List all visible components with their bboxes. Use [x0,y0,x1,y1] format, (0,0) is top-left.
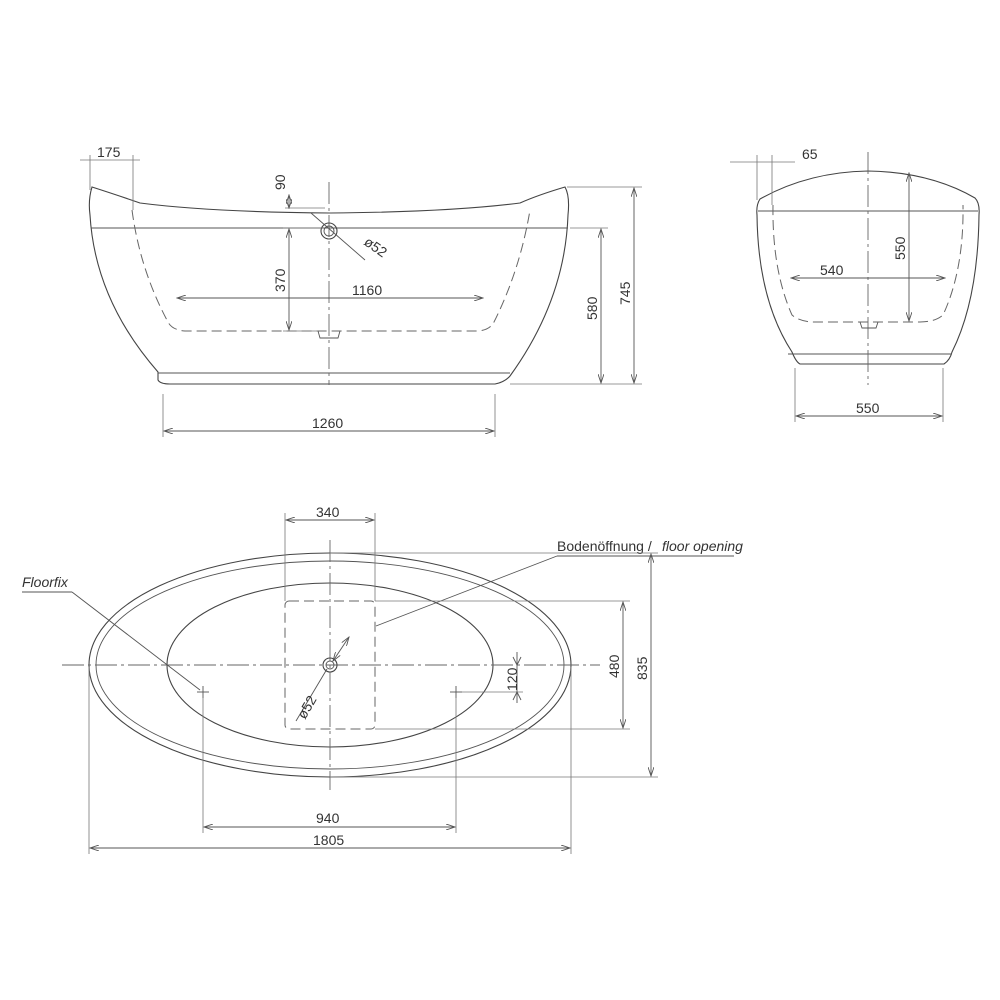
dim-480-label: 480 [606,654,622,678]
dim-120-arrow-top [512,656,522,667]
end-view: 65 550 540 550 [730,146,980,422]
side-drain-fitting [317,330,341,339]
plan-dia52-leader [295,668,328,722]
dia52-leader [310,212,366,261]
end-view-outline [756,170,980,365]
dim-550h-label: 550 [856,400,880,416]
floor-opening-leader [375,555,558,627]
floorfix-mark-left [197,686,209,698]
plan-dia52-label: ø52 [294,692,320,721]
dim-540-label: 540 [820,262,844,278]
dim-940-label: 940 [316,810,340,826]
side-view-outline [88,186,570,385]
dim-1260-label: 1260 [312,415,343,431]
dim-120-arrow-bottom [512,690,522,701]
floorfix-mark-right [450,686,462,698]
dim-1160-label: 1160 [352,282,382,298]
end-inner-basin [772,204,964,323]
side-view: 175 90 370 ø52 1160 580 745 1260 [80,144,642,437]
dim-120-label: 120 [504,667,520,691]
plan-drain-inner [325,660,335,670]
floor-opening-label-de: Bodenöffnung / [557,538,652,554]
floor-opening-rect [284,600,376,730]
dim-175-label: 175 [97,144,121,160]
dim-1805-label: 1805 [313,832,344,848]
dim-90-label: 90 [272,174,288,190]
dim-340-label: 340 [316,504,340,520]
side-overflow-fitting [320,222,338,240]
dim-745-label: 745 [617,281,633,305]
plan-drain [322,657,338,673]
floorfix-label: Floorfix [22,574,69,590]
side-dia52-label: ø52 [361,233,390,260]
dim-580-label: 580 [584,296,600,320]
dim-550v-label: 550 [892,236,908,260]
plan-dia52-arrow [333,637,349,661]
plan-view: ø52 Floorfix Bodenöffnung / floor openin… [22,504,743,854]
side-overflow-fitting-inner [323,225,335,237]
end-drain-fitting [859,321,879,329]
dim-370-label: 370 [272,268,288,292]
dim-835-label: 835 [634,656,650,680]
floor-opening-label-en: floor opening [662,538,743,554]
floorfix-leader [71,591,201,691]
dim-65-label: 65 [802,146,818,162]
